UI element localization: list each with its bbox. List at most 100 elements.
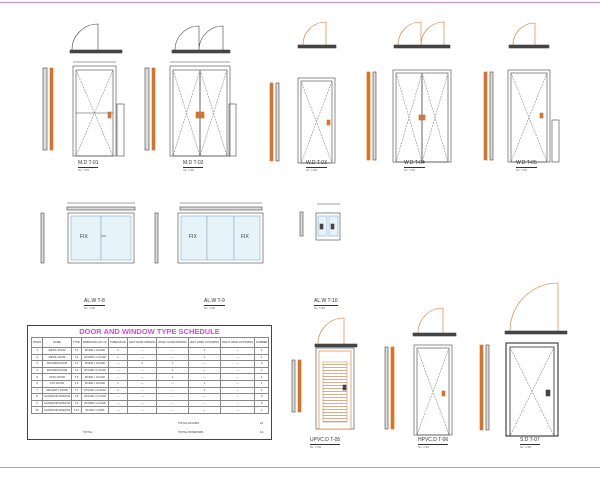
schedule-col-header: RIGHT HAND OUTSWING	[220, 337, 256, 348]
door-upvc-elevation	[291, 317, 358, 430]
window-t10-elevation	[299, 203, 341, 241]
schedule-cell: —	[187, 366, 222, 375]
schedule-cell: 3	[254, 360, 270, 368]
schedule-cell: —	[156, 386, 189, 395]
schedule-col-header: NUMBER	[254, 337, 270, 348]
schedule-cell: WOODEN DOOR	[42, 366, 73, 375]
schedule-cell: —	[127, 347, 158, 355]
schedule-cell: —	[187, 399, 222, 408]
window-t08-elevation	[40, 202, 136, 264]
schedule-cell: —	[220, 386, 256, 395]
schedule-cell: —	[220, 373, 256, 381]
schedule-col-header: ROWS	[30, 337, 44, 348]
schedule-cell: —	[127, 379, 158, 388]
schedule-cell: 1	[254, 366, 270, 375]
schedule-col-header: THRESHOLD	[108, 337, 129, 348]
schedule-cell: —	[220, 393, 256, 401]
schedule-cell: —	[108, 393, 129, 401]
total-doors-value: 21	[260, 421, 264, 425]
schedule-col-header: RIGHT HAND INSWING	[156, 337, 189, 348]
schedule-cell: W=400 x H=600	[80, 406, 110, 414]
schedule-cell: W=900 x H=2100	[80, 379, 110, 388]
schedule-cell: 8	[30, 393, 44, 401]
schedule-cell: —	[127, 393, 158, 401]
schedule-cell: —	[156, 353, 189, 362]
schedule-cell: METAL DOOR	[42, 353, 73, 362]
schedule-cell: SECURITY DOOR	[42, 386, 73, 395]
schedule-cell: T-1	[71, 347, 82, 355]
schedule-cell: ALUMINUM WINDOW	[42, 393, 73, 401]
schedule-cell: T-7	[71, 386, 82, 395]
schedule-cell: T-5	[71, 373, 82, 381]
schedule-cell: 1	[156, 360, 189, 368]
schedule-cell: W=1800 x H=1200	[80, 399, 110, 408]
schedule-cell: —	[127, 373, 158, 381]
schedule-cell: 10	[30, 406, 44, 414]
schedule-cell: 1	[187, 347, 222, 355]
schedule-cell: —	[220, 353, 256, 362]
schedule-cell: 2	[127, 360, 158, 368]
door-pvc-elevation	[384, 307, 457, 436]
schedule-col-header: LEFT HAND OUTSWING	[187, 337, 222, 348]
schedule-cell: 1	[254, 347, 270, 355]
door-t04-elevation	[366, 21, 452, 163]
schedule-cell: 1	[254, 386, 270, 395]
schedule-cell: W=1500 x H=2100	[80, 366, 110, 375]
schedule-cell: —	[108, 406, 129, 414]
schedule-cell: —	[156, 379, 189, 388]
total-windows-value: 12	[260, 430, 264, 434]
door-t03-elevation	[269, 21, 337, 164]
schedule-cell: 6	[30, 379, 44, 388]
schedule-cell: —	[156, 393, 189, 401]
schedule-cell: W=1000 x H=2200	[80, 386, 110, 395]
schedule-cell: —	[220, 360, 256, 368]
fix-label-t09-right: FIX	[241, 234, 249, 240]
schedule-cell: —	[108, 373, 129, 381]
schedule-cell: WOODEN DOOR	[42, 360, 73, 368]
schedule-col-header: LEFT HAND INSWING	[127, 337, 158, 348]
schedule-cell: —	[187, 360, 222, 368]
sheet-border-bottom	[0, 467, 600, 468]
schedule-cell: ALUMINUM WINDOW	[42, 406, 73, 414]
total-doors-label: TOTAL DOORS	[178, 421, 200, 425]
schedule-cell: W=1800 x H=2100	[80, 353, 110, 362]
schedule-cell: 9	[30, 399, 44, 408]
window-t09-elevation	[154, 202, 264, 264]
schedule-cell: 1	[254, 353, 270, 362]
schedule-cell: 1	[187, 353, 222, 362]
schedule-cell: —	[108, 360, 129, 368]
schedule-cell: 1	[108, 386, 129, 395]
schedule-cell: 8	[254, 399, 270, 408]
schedule-cell: 3	[30, 360, 44, 368]
schedule-cell: —	[127, 406, 158, 414]
schedule-cell: 2	[30, 353, 44, 362]
schedule-cell: —	[127, 386, 158, 395]
schedule-cell: 1	[108, 379, 129, 388]
schedule-cell: 3	[254, 393, 270, 401]
schedule-cell: —	[156, 406, 189, 414]
fix-label-t09-left: FIX	[189, 234, 197, 240]
schedule-cell: 1	[108, 353, 129, 362]
schedule-col-header: NAME	[42, 337, 73, 348]
schedule-cell: PVC DOOR	[42, 379, 73, 388]
schedule-cell: 3	[108, 347, 129, 355]
schedule-cell: —	[220, 406, 256, 414]
schedule-cell: —	[220, 379, 256, 388]
door-t01-elevation	[42, 23, 125, 157]
